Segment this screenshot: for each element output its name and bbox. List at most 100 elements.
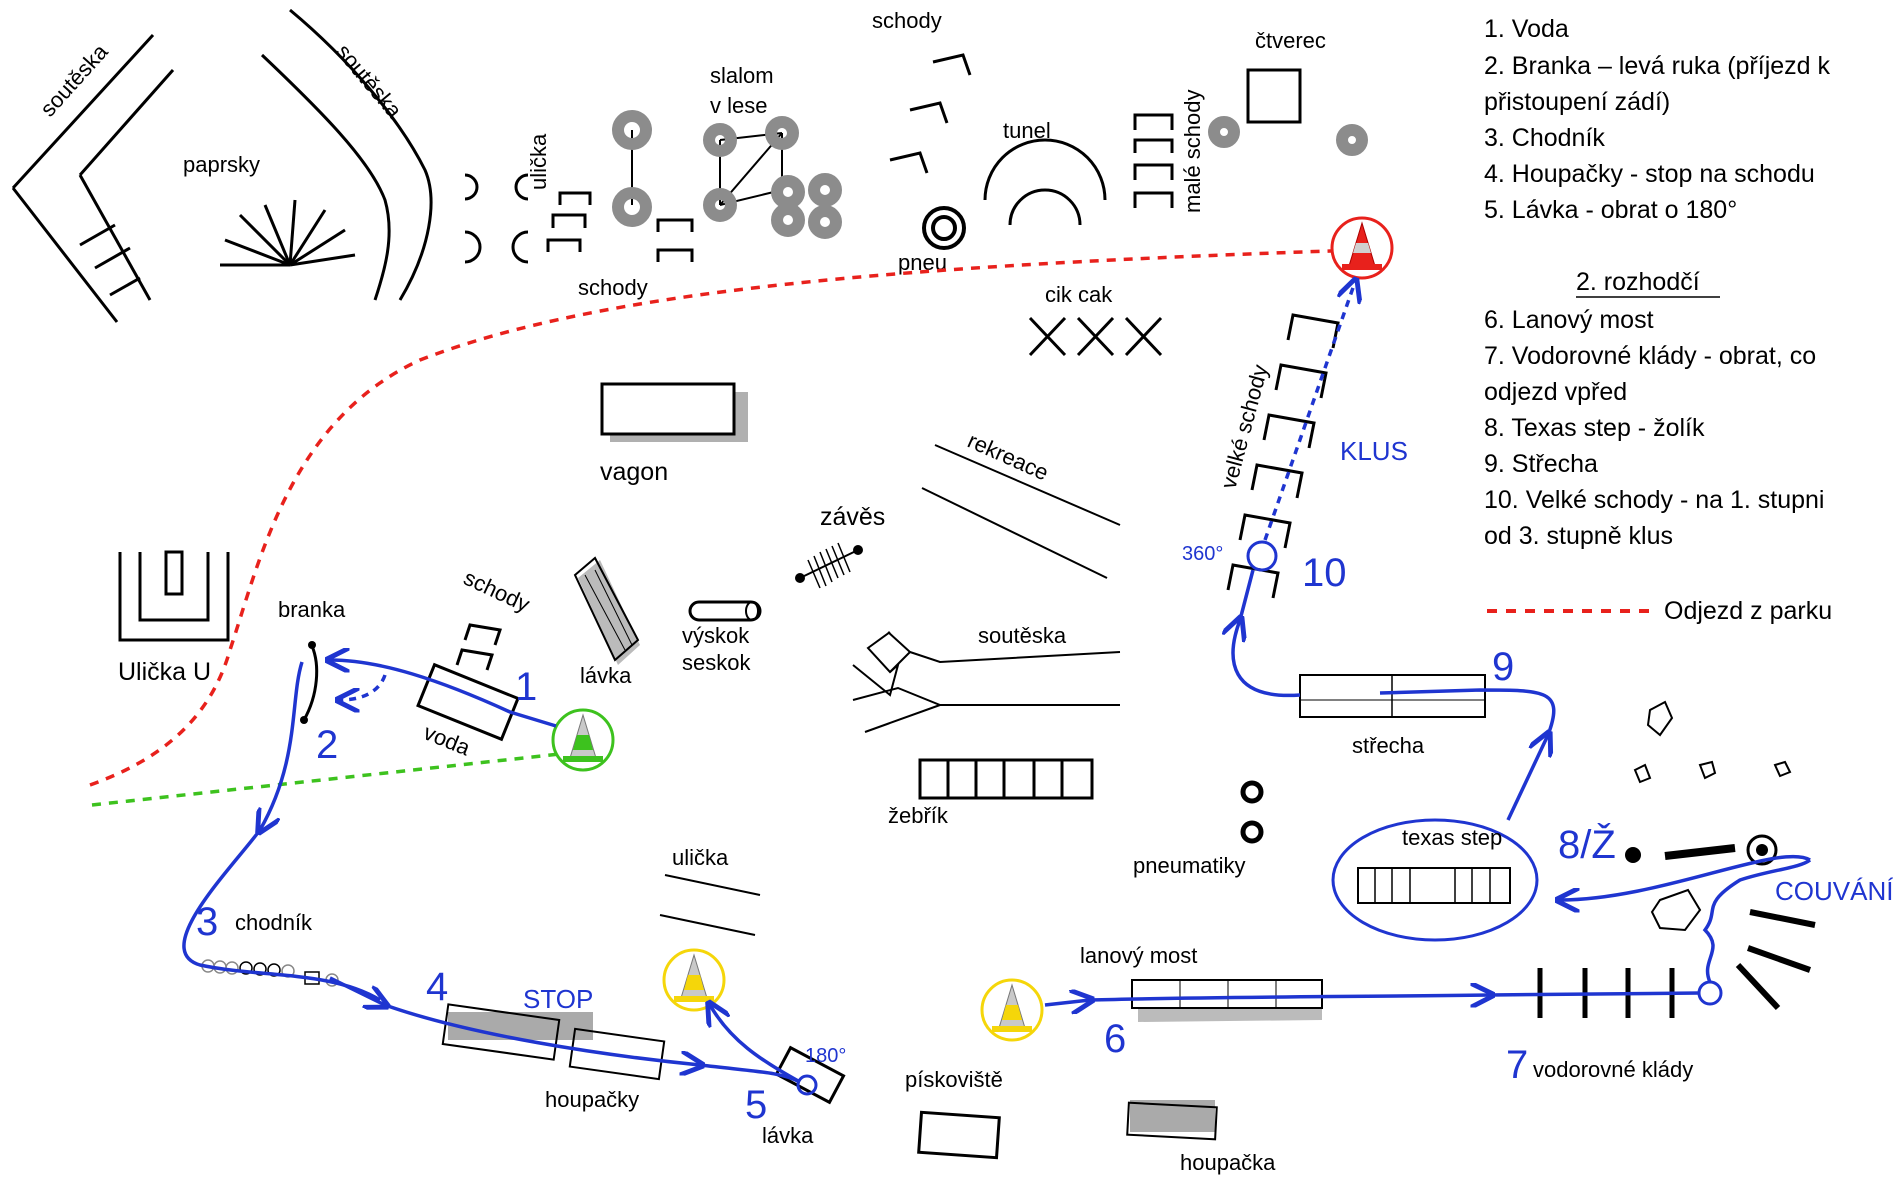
schody-steps-mid: [455, 623, 502, 671]
houpacky-seesaws: [441, 1003, 666, 1081]
label-paprsky: paprsky: [183, 152, 260, 177]
strecha-roof: [1299, 674, 1486, 718]
voda-water: [416, 662, 520, 742]
ctverec-pole-left: [1208, 116, 1240, 148]
vodorovne-klady-logs: [1537, 909, 1816, 1018]
legend-judge2-item-7: od 3. stupně klus: [1484, 522, 1673, 550]
legend-judge1-item-5: 4. Houpačky - stop na schodu: [1484, 160, 1815, 188]
label-branka: branka: [278, 597, 346, 622]
route-number-8: 8/Ž: [1558, 822, 1616, 867]
vagon-wagon: [600, 382, 748, 442]
label-slalom-1: slalom: [710, 63, 774, 88]
legend-judge1-item-4: 3. Chodník: [1484, 124, 1605, 152]
label-vyskok-2: seskok: [682, 650, 751, 675]
zolik-target: [1625, 834, 1778, 866]
schody-steps-top: [889, 53, 972, 174]
label-male-schody: malé schody: [1180, 89, 1205, 213]
legend-judge1-item-2: 2. Branka – levá ruka (příjezd k: [1484, 52, 1830, 80]
paprsky-rays: [220, 199, 356, 267]
houpacka-seesaw: [1126, 1100, 1218, 1141]
finish-cone: [1330, 216, 1394, 280]
route-number-7: 7: [1506, 1043, 1528, 1087]
souteska-gorge-top-left: [11, 33, 175, 323]
label-souteska-3: soutěska: [978, 623, 1067, 648]
middle-cone-6: [980, 978, 1044, 1042]
slalom-v-lese: [612, 110, 842, 239]
route-number-1: 1: [515, 665, 537, 709]
legend-judge2-item-2: 7. Vodorovné klády - obrat, co: [1484, 342, 1816, 370]
stones-right: [1633, 700, 1792, 932]
competition-route: [182, 282, 1812, 1096]
label-vyskok-1: výskok: [682, 623, 750, 648]
ulicka-u: [118, 550, 230, 642]
label-houpacky: houpačky: [545, 1087, 639, 1112]
tunel-tunnel: [983, 138, 1107, 226]
legend: 1. Voda 2. Branka – levá ruka (příjezd k…: [1484, 15, 1832, 625]
label-schody-top-left: schody: [578, 275, 648, 300]
label-lanovy-most: lanový most: [1080, 943, 1197, 968]
start-cone: [551, 708, 615, 772]
middle-cone-5: [662, 948, 726, 1012]
legend-exit-label: Odjezd z parku: [1664, 597, 1832, 625]
exit-route-line: [89, 248, 1361, 787]
legend-judge2-item-1: 6. Lanový most: [1484, 306, 1654, 334]
souteska-gorge-top-center: [260, 8, 433, 301]
lavka-bridge-bottom: [774, 1045, 846, 1105]
route-number-4: 4: [426, 965, 448, 1009]
label-lavka-bottom: lávka: [762, 1123, 814, 1148]
label-souteska-2: soutěska: [331, 39, 407, 123]
legend-judge2-heading: 2. rozhodčí: [1576, 268, 1700, 296]
zebrik-ladder: [918, 758, 1094, 800]
label-zaves: závěs: [820, 503, 885, 531]
legend-judge2-item-5: 9. Střecha: [1484, 450, 1598, 478]
label-lavka-mid: lávka: [580, 663, 632, 688]
route-360-label: 360°: [1182, 543, 1223, 565]
label-slalom-2: v lese: [710, 93, 767, 118]
label-texas-step: texas step: [1402, 825, 1502, 850]
label-ulicka-bottom: ulička: [672, 845, 729, 870]
zaves-curtain: [795, 542, 863, 589]
entry-route-line: [91, 752, 561, 807]
label-velke-schody: velké schody: [1216, 362, 1273, 491]
label-schody-mid: schody: [460, 565, 534, 617]
ctverec-pole-right: [1336, 124, 1368, 156]
rekreace-line-1: [934, 444, 1121, 526]
route-klus-label: KLUS: [1340, 436, 1408, 466]
legend-judge2-item-6: 10. Velké schody - na 1. stupni: [1484, 486, 1825, 514]
rekreace-line-2: [921, 487, 1108, 579]
schody-steps-top-left: [546, 191, 694, 262]
route-number-3: 3: [196, 900, 218, 944]
label-pneumatiky: pneumatiky: [1133, 853, 1246, 878]
texas-step: [1331, 818, 1539, 942]
ulicka-bottom-line-2: [659, 914, 756, 936]
label-ulicka-top: ulička: [526, 133, 551, 190]
male-schody-small-steps: [1133, 113, 1174, 208]
label-cik-cak: cik cak: [1045, 282, 1113, 307]
legend-judge2-item-3: odjezd vpřed: [1484, 378, 1627, 406]
route-stop-label: STOP: [523, 984, 593, 1014]
pneumatiky-tire-2: [1240, 820, 1264, 844]
ulicka-bottom-line-1: [664, 874, 761, 896]
label-zebrik: žebřík: [888, 803, 949, 828]
label-ulicka-u: Ulička U: [118, 658, 211, 686]
lavka-bridge-mid: [573, 556, 640, 665]
pneu-tire: [922, 206, 966, 250]
route-number-6: 6: [1104, 1017, 1126, 1061]
route-couvani-label: COUVÁNÍ: [1775, 876, 1893, 906]
cik-cak-zigzag: [1028, 316, 1163, 357]
label-strecha: střecha: [1352, 733, 1425, 758]
route-180-label: 180°: [805, 1045, 846, 1067]
label-tunel: tunel: [1003, 118, 1051, 143]
ulicka-half-circles: [464, 173, 529, 264]
legend-judge2-item-4: 8. Texas step - žolík: [1484, 414, 1705, 442]
route-number-5: 5: [745, 1083, 767, 1127]
branka-gate: [300, 641, 319, 724]
label-vagon: vagon: [600, 458, 668, 486]
legend-judge1-item-6: 5. Lávka - obrat o 180°: [1484, 196, 1737, 224]
route-number-9: 9: [1492, 645, 1514, 689]
route-number-2: 2: [316, 723, 338, 767]
ctverec-square: [1246, 68, 1302, 124]
legend-judge1-item-3: přistoupení zádí): [1484, 88, 1670, 116]
pneumatiky-tire-1: [1240, 780, 1264, 804]
